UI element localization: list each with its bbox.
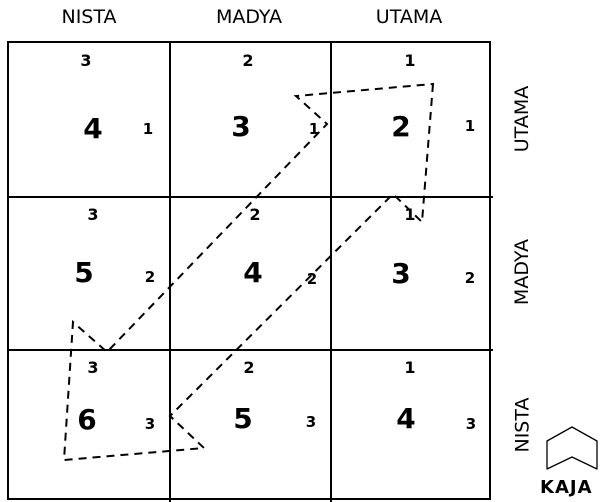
cell-madya-madya: 2 4 2 [170, 197, 331, 350]
grid-lines [9, 43, 493, 502]
cell-center-number: 4 [243, 256, 263, 289]
cell-top-number: 1 [404, 358, 416, 377]
cell-center-number: 5 [74, 256, 94, 289]
cell-top-number: 2 [249, 205, 261, 224]
cell-madya-nista: 3 5 2 [9, 197, 170, 350]
cell-right-number: 3 [144, 415, 156, 433]
cell-top-number: 2 [242, 51, 254, 70]
cell-center-number: 6 [77, 403, 97, 436]
cell-madya-utama: 1 3 2 [331, 197, 493, 350]
cell-nista-utama: 1 4 3 [331, 350, 493, 502]
cell-right-number: 1 [142, 120, 154, 138]
cell-nista-madya: 2 5 3 [170, 350, 331, 502]
cell-top-number: 3 [87, 205, 99, 224]
cell-utama-utama: 1 2 1 [331, 43, 493, 197]
cell-top-number: 3 [87, 358, 99, 377]
cell-right-number: 3 [465, 415, 477, 433]
cell-center-number: 3 [391, 257, 411, 290]
cell-top-number: 2 [243, 358, 255, 377]
dashed-arrow-path [62, 82, 435, 462]
cell-top-number: 3 [80, 51, 92, 70]
cell-right-number: 3 [305, 413, 317, 431]
column-header-nista: NISTA [61, 6, 117, 28]
cell-nista-nista: 3 6 3 [9, 350, 170, 502]
cell-center-number: 2 [391, 110, 411, 143]
cell-right-number: 1 [308, 120, 320, 138]
sanga-mandala-grid: 3 4 1 2 3 1 1 2 1 3 5 2 2 4 2 1 3 2 3 6 … [7, 41, 493, 502]
column-header-utama: UTAMA [375, 6, 443, 28]
cell-center-number: 4 [83, 112, 103, 145]
cell-top-number: 1 [404, 205, 416, 224]
column-header-madya: MADYA [215, 6, 283, 28]
cell-utama-nista: 3 4 1 [9, 43, 170, 197]
cell-utama-madya: 2 3 1 [170, 43, 331, 197]
cell-right-number: 2 [306, 270, 318, 288]
kaja-direction-label: KAJA [540, 477, 593, 498]
cell-center-number: 5 [233, 402, 253, 435]
cell-right-number: 1 [464, 117, 476, 135]
cell-right-number: 2 [464, 269, 476, 287]
cell-center-number: 4 [396, 402, 416, 435]
cell-top-number: 1 [404, 51, 416, 70]
cell-right-number: 2 [144, 268, 156, 286]
cell-center-number: 3 [231, 110, 251, 143]
